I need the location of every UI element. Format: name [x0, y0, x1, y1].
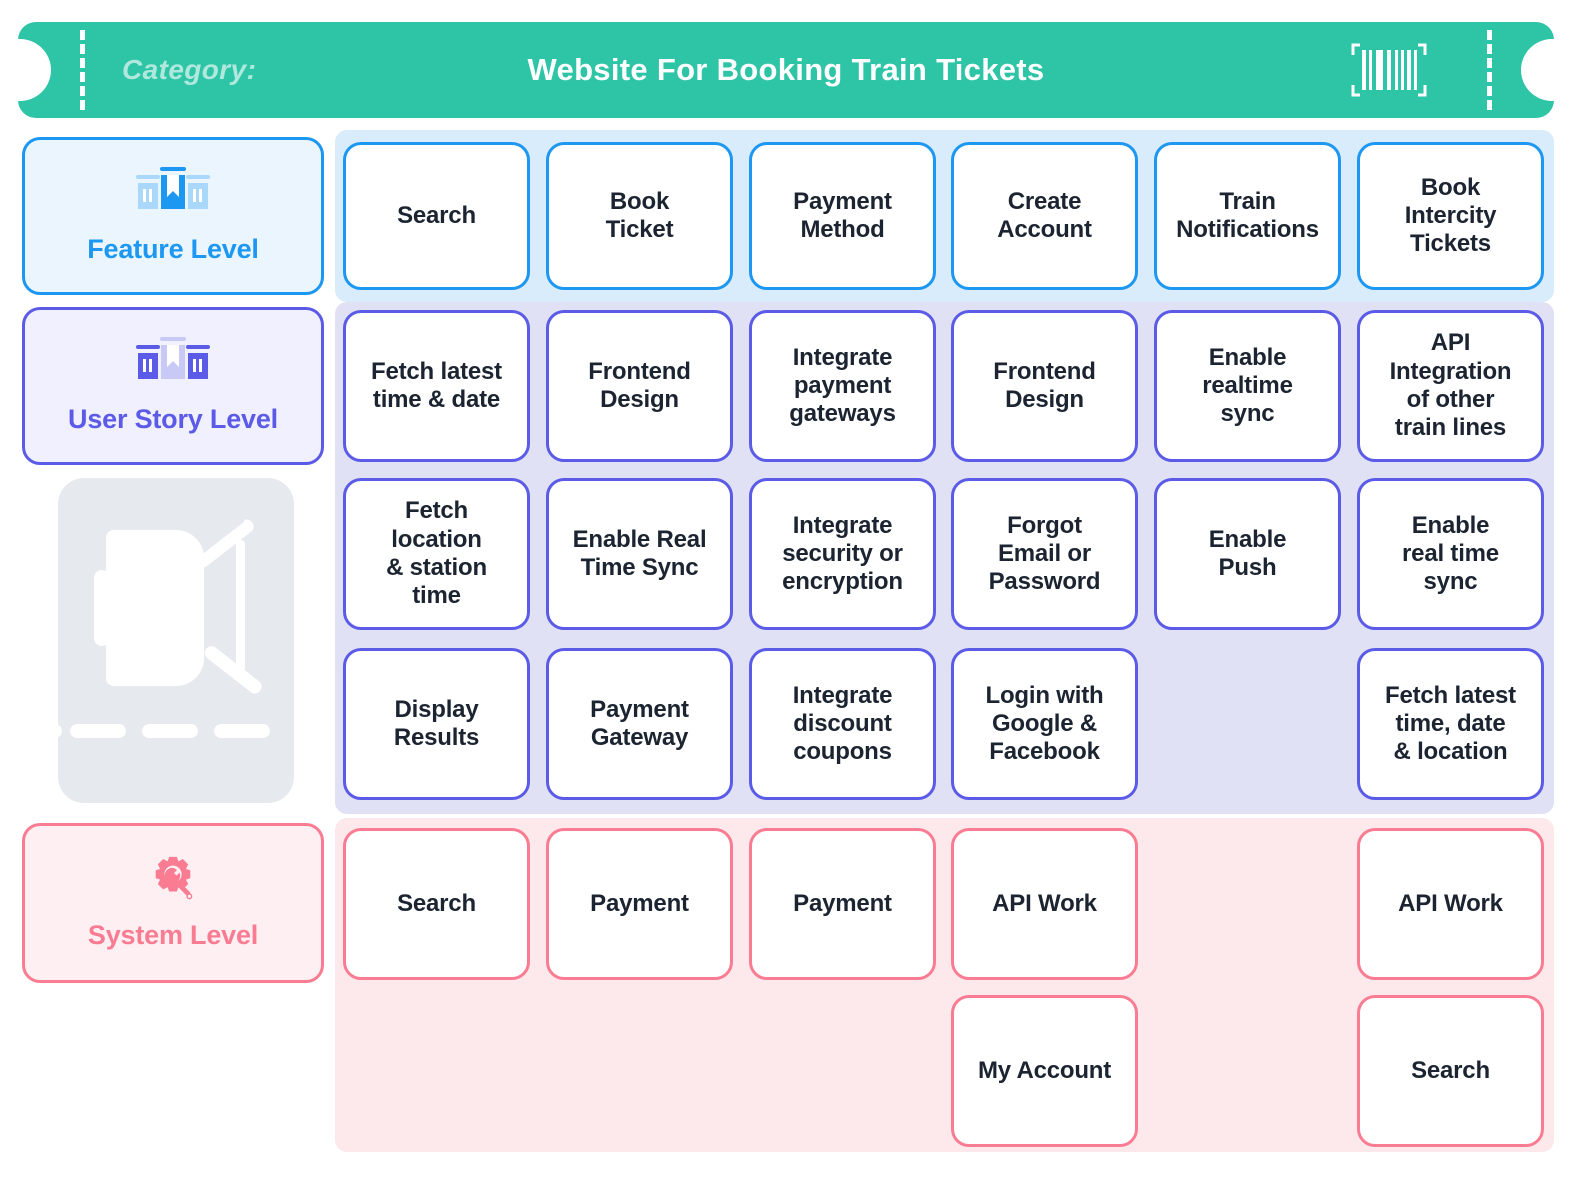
- card-label: API Integration of other train lines: [1389, 329, 1512, 442]
- ticket-perforation-right: [1487, 30, 1492, 110]
- card-label: Search: [397, 201, 476, 229]
- ticket-perforation-left: [80, 30, 85, 110]
- card-feature-r1-c2[interactable]: Book Ticket: [546, 142, 733, 290]
- sidebar-item-label: System Level: [87, 920, 259, 950]
- card-label: Integrate payment gateways: [789, 343, 896, 428]
- card-system-r1-c3[interactable]: Payment: [749, 828, 936, 980]
- sidebar-item-label: Feature Level: [87, 234, 259, 264]
- card-story-r1-c6[interactable]: API Integration of other train lines: [1357, 310, 1544, 462]
- card-label: Login with Google & Facebook: [985, 681, 1104, 766]
- card-story-r2-c1[interactable]: Fetch location & station time: [343, 478, 530, 630]
- card-story-r2-c6[interactable]: Enable real time sync: [1357, 478, 1544, 630]
- card-story-r3-c6[interactable]: Fetch latest time, date & location: [1357, 648, 1544, 800]
- card-system-r1-c2[interactable]: Payment: [546, 828, 733, 980]
- card-system-r2-c6[interactable]: Search: [1357, 995, 1544, 1147]
- train-front-icon: [58, 478, 294, 803]
- band-system-level: [335, 818, 1554, 1152]
- card-label: My Account: [977, 1056, 1112, 1084]
- card-feature-r1-c4[interactable]: Create Account: [951, 142, 1138, 290]
- card-label: Search: [1411, 1056, 1490, 1084]
- card-label: Fetch latest time, date & location: [1385, 681, 1516, 766]
- card-label: Create Account: [997, 187, 1092, 243]
- card-label: Payment: [590, 889, 689, 917]
- card-label: Enable Real Time Sync: [572, 525, 707, 581]
- card-label: Payment Method: [793, 187, 892, 243]
- card-story-r1-c5[interactable]: Enable realtime sync: [1154, 310, 1341, 462]
- band-feature-level: [335, 130, 1554, 302]
- card-label: Frontend Design: [588, 357, 691, 413]
- category-label: Category:: [122, 54, 257, 85]
- card-feature-r1-c5[interactable]: Train Notifications: [1154, 142, 1341, 290]
- bookmark-list-icon: [136, 167, 210, 224]
- card-system-r1-c1[interactable]: Search: [343, 828, 530, 980]
- card-label: Integrate security or encryption: [782, 511, 903, 596]
- card-label: Forgot Email or Password: [988, 511, 1101, 596]
- card-story-r3-c1[interactable]: Display Results: [343, 648, 530, 800]
- card-label: Enable realtime sync: [1202, 343, 1293, 428]
- card-label: Display Results: [393, 695, 480, 751]
- card-label: Book Ticket: [605, 187, 674, 243]
- card-label: API Work: [992, 889, 1097, 917]
- card-story-r2-c3[interactable]: Integrate security or encryption: [749, 478, 936, 630]
- sidebar-item-user-story-level[interactable]: User Story Level: [22, 307, 324, 465]
- card-label: Frontend Design: [993, 357, 1096, 413]
- card-label: API Work: [1398, 889, 1503, 917]
- ticket-header: Category: Website For Booking Train Tick…: [17, 22, 1555, 118]
- sidebar-item-system-level[interactable]: System Level: [22, 823, 324, 983]
- gear-wrench-icon: [148, 855, 198, 910]
- card-label: Integrate discount coupons: [792, 681, 893, 766]
- card-feature-r1-c6[interactable]: Book Intercity Tickets: [1357, 142, 1544, 290]
- card-story-r1-c1[interactable]: Fetch latest time & date: [343, 310, 530, 462]
- card-story-r3-c3[interactable]: Integrate discount coupons: [749, 648, 936, 800]
- card-label: Payment Gateway: [590, 695, 689, 751]
- bookmark-list-icon: [136, 337, 210, 394]
- page-title: Website For Booking Train Tickets: [527, 52, 1045, 87]
- card-label: Payment: [793, 889, 892, 917]
- card-system-r1-c6[interactable]: API Work: [1357, 828, 1544, 980]
- card-story-r2-c2[interactable]: Enable Real Time Sync: [546, 478, 733, 630]
- card-system-r1-c4[interactable]: API Work: [951, 828, 1138, 980]
- card-story-r1-c3[interactable]: Integrate payment gateways: [749, 310, 936, 462]
- card-story-r2-c5[interactable]: Enable Push: [1154, 478, 1341, 630]
- card-story-r3-c4[interactable]: Login with Google & Facebook: [951, 648, 1138, 800]
- card-feature-r1-c3[interactable]: Payment Method: [749, 142, 936, 290]
- card-story-r1-c2[interactable]: Frontend Design: [546, 310, 733, 462]
- card-label: Fetch location & station time: [386, 497, 487, 610]
- card-label: Book Intercity Tickets: [1404, 173, 1497, 258]
- card-label: Enable real time sync: [1402, 511, 1499, 596]
- card-story-r1-c4[interactable]: Frontend Design: [951, 310, 1138, 462]
- sidebar-item-label: User Story Level: [68, 404, 278, 434]
- card-label: Fetch latest time & date: [371, 357, 502, 413]
- card-story-r3-c2[interactable]: Payment Gateway: [546, 648, 733, 800]
- band-user-story-level: [335, 302, 1554, 814]
- sidebar-item-feature-level[interactable]: Feature Level: [22, 137, 324, 295]
- card-label: Train Notifications: [1176, 187, 1319, 243]
- card-feature-r1-c1[interactable]: Search: [343, 142, 530, 290]
- card-label: Search: [397, 889, 476, 917]
- card-system-r2-c4[interactable]: My Account: [951, 995, 1138, 1147]
- barcode-icon: [1350, 42, 1428, 98]
- card-label: Enable Push: [1208, 525, 1287, 581]
- card-story-r2-c4[interactable]: Forgot Email or Password: [951, 478, 1138, 630]
